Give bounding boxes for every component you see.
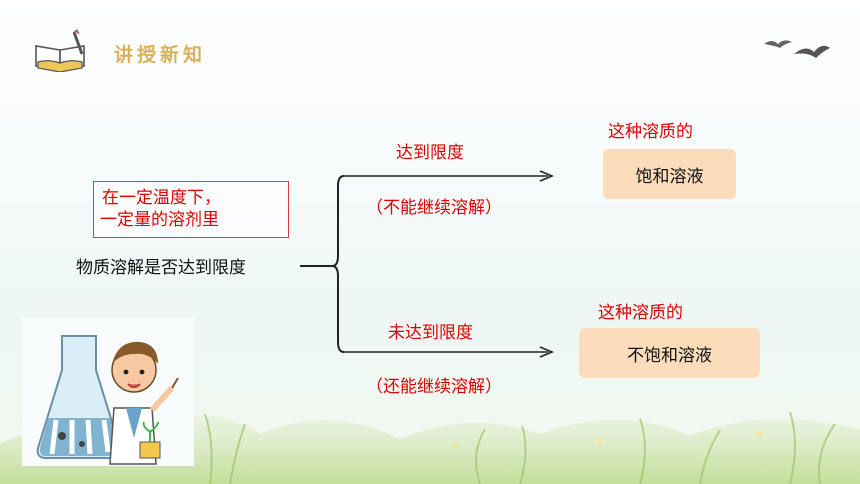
condition-line-1: 在一定温度下， [102, 188, 221, 208]
condition-box: 在一定温度下， 一定量的溶剂里 [93, 181, 289, 238]
grass-decoration [0, 411, 860, 484]
condition-line-2: 一定量的溶剂里 [100, 210, 219, 230]
section-title: 讲授新知 [114, 44, 207, 66]
main-question-label: 物质溶解是否达到限度 [76, 258, 246, 278]
branch-connector [300, 170, 555, 358]
branch-not-reach-label: 未达到限度 [388, 323, 473, 343]
saturated-solution-label: 饱和溶液 [635, 166, 704, 187]
birds-icon [764, 40, 830, 58]
branch-reach-label: 达到限度 [396, 143, 464, 163]
scientist-with-flask-illustration [22, 318, 194, 466]
unsaturated-solution-label: 不饱和溶液 [627, 345, 712, 366]
unsaturated-prefix: 这种溶质的 [598, 303, 683, 323]
open-book-icon [35, 29, 85, 72]
unsaturated-solution-box: 不饱和溶液 [579, 328, 760, 378]
branch-not-reach-note: （还能继续溶解） [366, 377, 502, 397]
branch-reach-note: （不能继续溶解） [366, 198, 502, 218]
saturated-prefix: 这种溶质的 [608, 122, 693, 142]
saturated-solution-box: 饱和溶液 [603, 149, 736, 199]
